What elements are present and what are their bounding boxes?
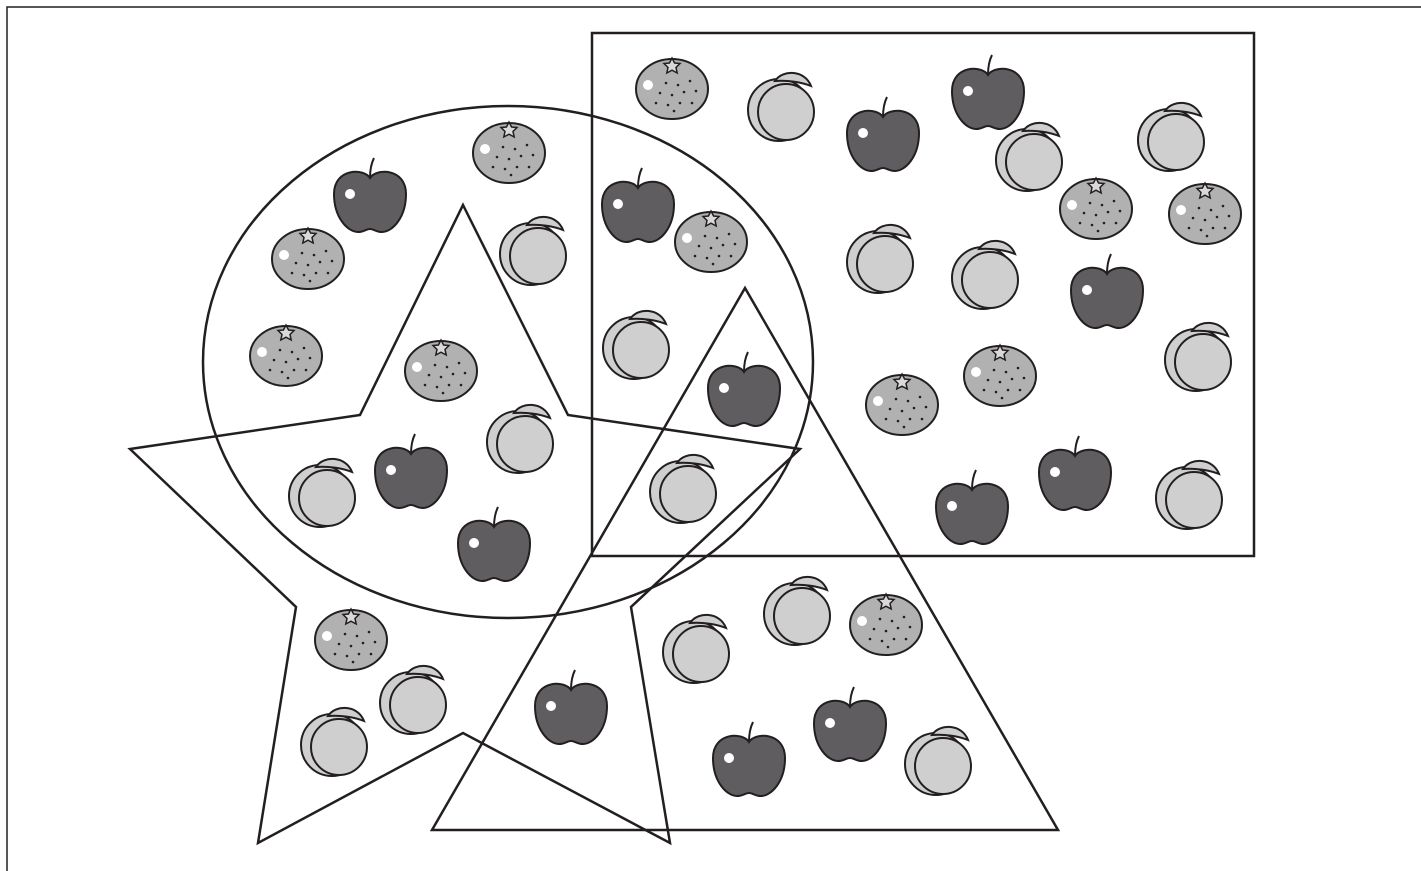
apple-icon [535,670,607,744]
apple-icon [458,507,530,581]
orange-icon [636,58,708,119]
peach-icon [380,666,446,734]
apple-icon [708,352,780,426]
apple-icon [375,434,447,508]
star-shape [130,205,800,843]
fruits [250,55,1241,796]
orange-icon [272,228,344,289]
apple-icon [713,722,785,796]
orange-icon [405,340,477,401]
peach-icon [996,123,1062,191]
apple-icon [1071,254,1143,328]
orange-icon [964,345,1036,406]
peach-icon [1165,323,1231,391]
orange-icon [250,325,322,386]
peach-icon [500,217,566,285]
peach-icon [748,73,814,141]
peach-icon [905,727,971,795]
peach-icon [764,577,830,645]
orange-icon [675,211,747,272]
outline-shapes [130,33,1254,843]
peach-icon [1156,461,1222,529]
peach-icon [650,455,716,523]
peach-icon [847,225,913,293]
page-border [7,7,1421,871]
apple-icon [334,158,406,232]
orange-icon [1060,178,1132,239]
orange-icon [1169,183,1241,244]
peach-icon [487,405,553,473]
orange-icon [473,122,545,183]
orange-icon [866,374,938,435]
peach-icon [1138,103,1204,171]
apple-icon [847,97,919,171]
apple-icon [936,470,1008,544]
peach-icon [952,241,1018,309]
apple-icon [1039,436,1111,510]
apple-icon [814,687,886,761]
orange-icon [850,594,922,655]
peach-icon [663,615,729,683]
peach-icon [603,311,669,379]
apple-icon [952,55,1024,129]
peach-icon [301,708,367,776]
orange-icon [315,609,387,670]
peach-icon [289,459,355,527]
apple-icon [602,168,674,242]
